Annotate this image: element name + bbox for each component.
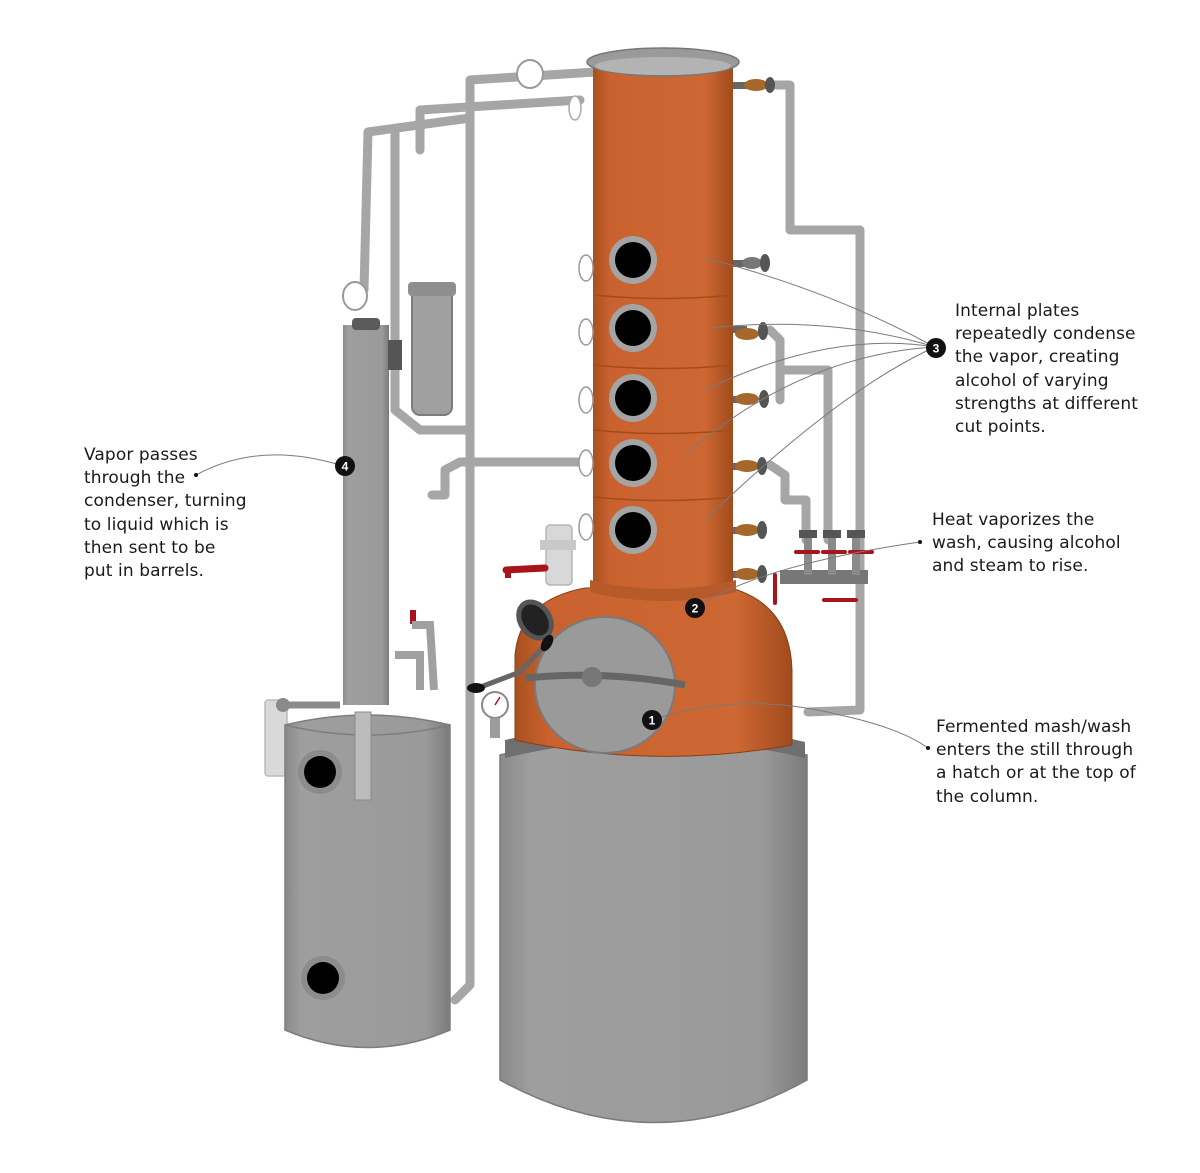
condenser (264, 282, 456, 1049)
callout-marker-3: 3 (926, 338, 946, 358)
callout-4-line: through the (84, 468, 186, 489)
boiler-base (499, 722, 808, 1124)
callout-4-line: condenser, turning (84, 491, 247, 512)
callout-text-3: Internal plates repeatedly condense the … (955, 300, 1138, 439)
callout-1-line: Fermented mash/wash (936, 717, 1132, 737)
safety-valve (502, 524, 576, 586)
callout-marker-2: 2 (685, 598, 705, 618)
pipe-gauge-top (516, 59, 544, 89)
callout-3-line: the vapor, creating (955, 347, 1120, 368)
callout-3-line: alcohol of varying (955, 370, 1109, 391)
callout-3-line: Internal plates (955, 301, 1080, 321)
leader-lines (195, 257, 936, 749)
callout-4-line: then sent to be (84, 537, 216, 558)
callout-3-line: strengths at different (955, 393, 1139, 414)
callout-number-4: 4 (342, 460, 349, 474)
callout-number-1: 1 (649, 714, 656, 728)
callout-3-line: repeatedly condense (955, 324, 1136, 345)
callout-marker-4: 4 (335, 456, 355, 476)
callout-marker-1: 1 (642, 710, 662, 730)
callout-text-2: Heat vaporizes the wash, causing alcohol… (932, 509, 1121, 579)
callout-number-2: 2 (692, 602, 699, 616)
callout-text-1: Fermented mash/wash enters the still thr… (936, 716, 1136, 809)
callout-1-line: the column. (936, 786, 1039, 807)
callout-1-line: enters the still through (936, 740, 1134, 761)
leader-end-dots (194, 473, 930, 750)
callout-2-line: and steam to rise. (932, 556, 1089, 577)
callout-1-line: a hatch or at the top of (936, 763, 1136, 784)
callout-2-line: Heat vaporizes the (932, 510, 1095, 530)
pipework (359, 67, 865, 1005)
copper-pot (467, 584, 793, 757)
callout-3-line: cut points. (955, 417, 1046, 438)
callout-4-line: Vapor passes (84, 445, 198, 465)
callout-text-4: Vapor passes through the condenser, turn… (84, 444, 247, 583)
callout-2-line: wash, causing alcohol (932, 533, 1121, 554)
callout-4-line: put in barrels. (84, 561, 204, 582)
pipe-gauge-left (342, 281, 368, 311)
column-valves (733, 77, 775, 583)
column-portholes (568, 95, 657, 554)
callout-4-line: to liquid which is (84, 514, 229, 535)
callout-number-3: 3 (933, 342, 940, 356)
